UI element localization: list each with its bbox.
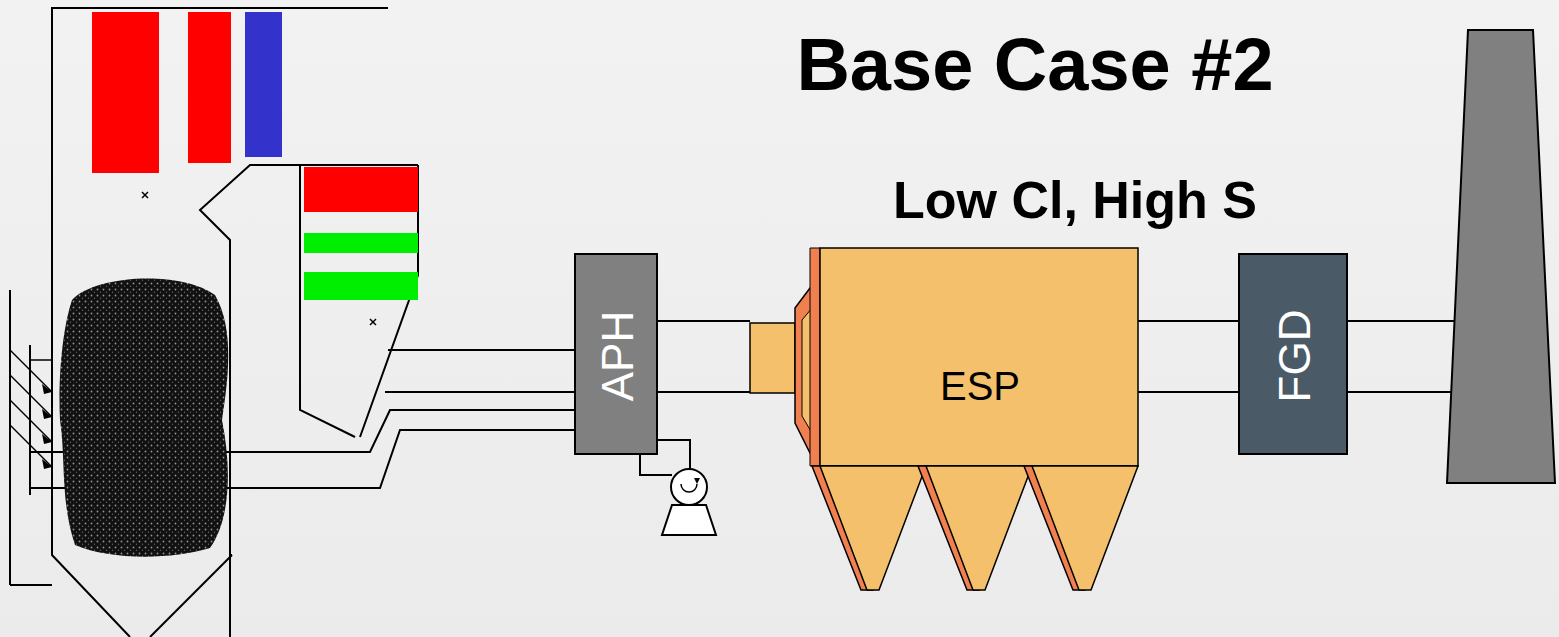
stack [1447,30,1555,483]
air-preheater-box: APH [574,253,658,455]
node-label: ESP [940,364,1020,409]
node-label: APH [593,311,643,401]
duct-connector [658,321,750,392]
precipitator-illustration [750,248,1138,608]
node-label: FGD [1270,310,1320,403]
diagram-title: Base Case #2 [796,22,1273,107]
fan-symbol [662,469,716,535]
esp-unit: ESP [750,248,1138,466]
fgd-box: FGD [1238,253,1348,455]
subtitle-label: Low Cl, High S [893,170,1257,230]
duct-connector [1138,321,1238,392]
